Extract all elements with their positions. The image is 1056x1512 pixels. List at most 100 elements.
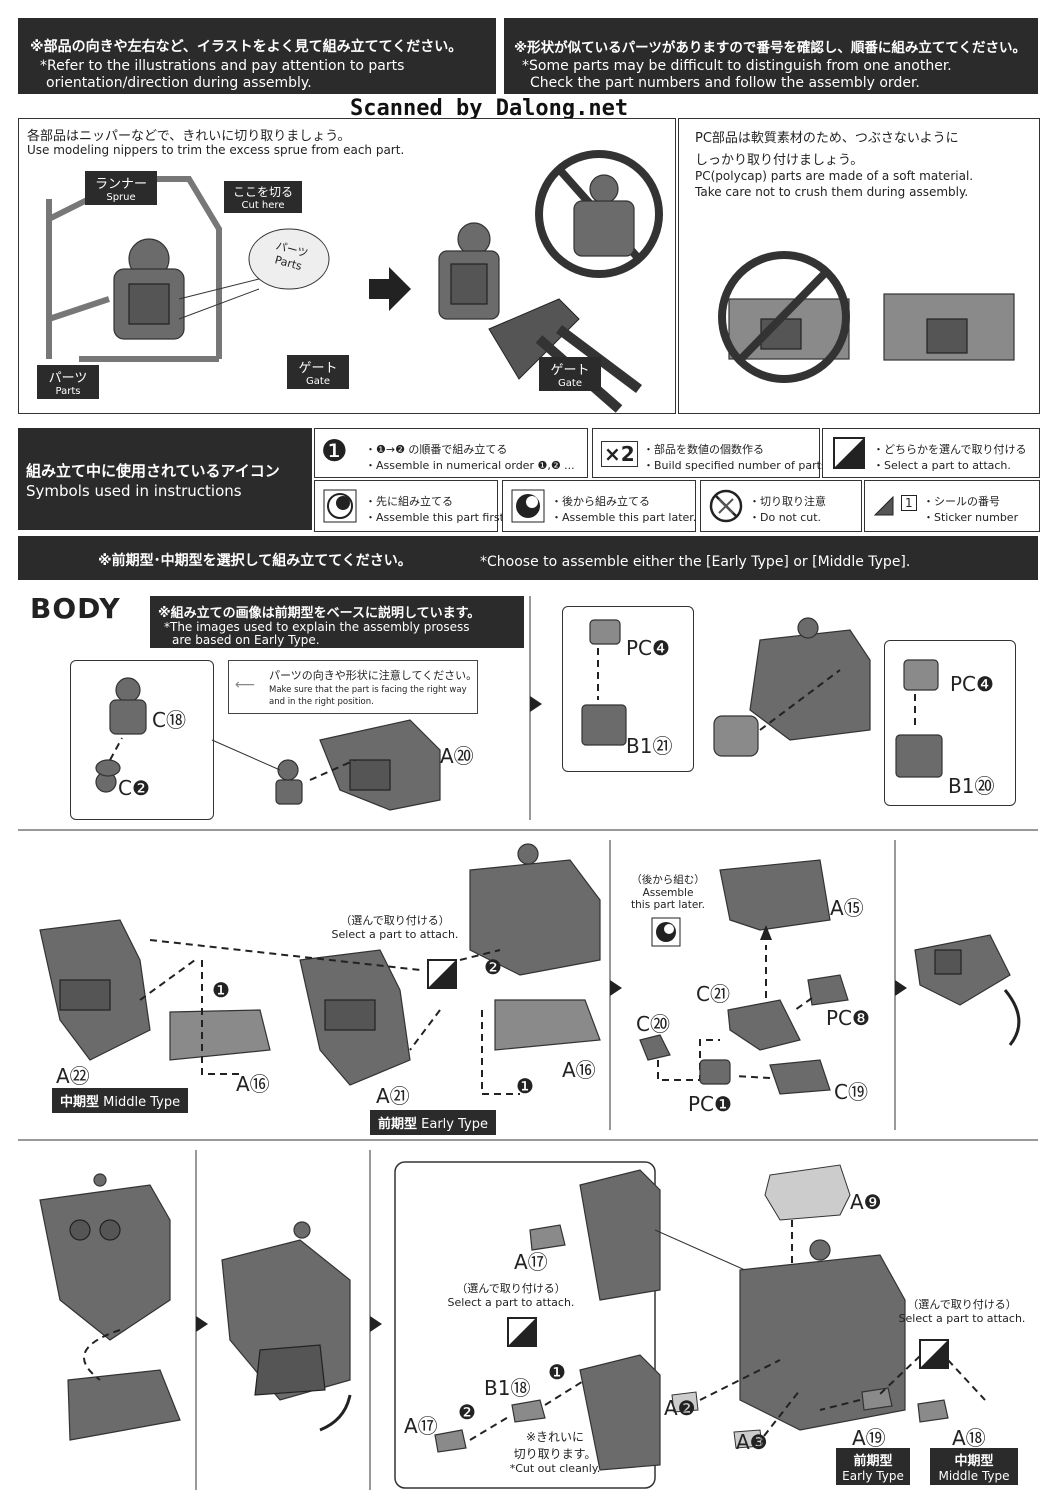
- middle-type-en: Middle Type: [103, 1095, 181, 1110]
- pc-en2: Take care not to crush them during assem…: [695, 185, 969, 199]
- row3-select-jp: （選んで取り付ける）: [456, 1282, 566, 1295]
- sticker-en: ・Sticker number: [923, 511, 1019, 524]
- row3-right-select-jp: （選んで取り付ける）: [907, 1298, 1017, 1311]
- cut-en: Cut here: [241, 200, 285, 211]
- later-icon: [511, 489, 545, 523]
- choose-en: *Choose to assemble either the [Early Ty…: [480, 554, 911, 570]
- choose-jp: ※前期型･中期型を選択して組み立ててください。: [98, 553, 412, 569]
- sticker-number: 1: [901, 495, 917, 511]
- symbol-first: ・先に組み立てる ・Assemble this part first.: [314, 480, 507, 532]
- orient-icon: ⟵: [235, 677, 256, 693]
- cut-jp: ここを切る: [232, 185, 293, 199]
- number-jp: ・部品を数値の個数作る: [643, 443, 764, 456]
- row3-select-text: （選んで取り付ける） Select a part to attach.: [436, 1280, 586, 1309]
- pc-en1: PC(polycap) parts are made of a soft mat…: [695, 169, 974, 183]
- first-jp: ・先に組み立てる: [365, 495, 453, 508]
- row3-right-select-text: （選んで取り付ける） Select a part to attach.: [892, 1296, 1032, 1325]
- label-a17-b: A⑰: [404, 1414, 438, 1438]
- symbol-sticker: 1 ・シールの番号 ・Sticker number: [864, 480, 1040, 532]
- label-a18: A⑱: [952, 1426, 986, 1450]
- orient-jp: パーツの向きや形状に注意してください。: [269, 669, 478, 682]
- label-a19: A⑲: [852, 1426, 886, 1450]
- early-type-en: Early Type: [421, 1117, 488, 1132]
- cut-clean-jp1: ※きれいに: [525, 1430, 585, 1444]
- gate2-en: Gate: [558, 378, 582, 389]
- label-pc8: PC❽: [826, 1006, 870, 1030]
- label-a17-a: A⑰: [514, 1250, 548, 1274]
- orient-en2: and in the right position.: [269, 697, 374, 707]
- label-b1-18: B1⑱: [484, 1376, 531, 1400]
- header-left-en1: *Refer to the illustrations and pay atte…: [40, 58, 405, 74]
- order-en: ・Assemble in numerical order ❶,❷ ...: [365, 459, 575, 472]
- sprue-tag: ランナー Sprue: [85, 171, 157, 205]
- donotcut-jp: ・切り取り注意: [749, 495, 826, 508]
- number-en: ・Build specified number of parts.: [643, 459, 831, 472]
- row3-select-en: Select a part to attach.: [447, 1296, 575, 1309]
- symbols-title-jp: 組み立て中に使用されているアイコン: [26, 462, 280, 480]
- gate2-tag: ゲート Gate: [539, 357, 601, 391]
- middle-type-2-jp: 中期型: [954, 1454, 994, 1469]
- order-jp: ・❶→❷ の順番で組み立てる: [365, 443, 508, 456]
- label-a9: A❾: [850, 1190, 882, 1214]
- step-1-c: ❶: [548, 1360, 566, 1384]
- label-b1-21: B1㉑: [626, 734, 673, 758]
- row2-select-en: Select a part to attach.: [331, 928, 459, 941]
- label-pc4-b: PC❹: [950, 672, 994, 696]
- later-text: （後から組む） Assemble this part later.: [626, 872, 710, 911]
- body-title: BODY: [30, 592, 121, 625]
- middle-type-tag: 中期型 Middle Type: [52, 1088, 189, 1113]
- label-a15: A⑮: [830, 896, 864, 920]
- nipper-jp: 各部品はニッパーなどで、きれいに切り取りましょう。: [27, 129, 351, 144]
- label-c2: C❷: [118, 776, 150, 800]
- body-note-jp: ※組み立ての画像は前期型をベースに説明しています。: [158, 606, 481, 621]
- middle-type-2-en: Middle Type: [938, 1469, 1010, 1483]
- label-b1-20: B1⑳: [948, 774, 995, 798]
- donotcut-en: ・Do not cut.: [749, 511, 822, 524]
- label-a21: A㉑: [376, 1084, 410, 1108]
- sprue-jp: ランナー: [94, 177, 147, 192]
- label-c18: C⑱: [152, 708, 186, 732]
- watermark: Scanned by Dalong.net: [350, 96, 629, 121]
- early-type-tag: 前期型 Early Type: [370, 1110, 496, 1135]
- parts2-jp: パーツ: [48, 371, 88, 386]
- label-a22: A㉒: [56, 1064, 90, 1088]
- gate2-jp: ゲート: [550, 363, 590, 378]
- label-a2: A❷: [664, 1396, 696, 1420]
- header-left-jp: ※部品の向きや左右など、イラストをよく見て組み立ててください。: [30, 39, 463, 55]
- choose-bar: ※前期型･中期型を選択して組み立ててください。 *Choose to assem…: [18, 536, 1038, 580]
- early-type-tag-2: 前期型 Early Type: [836, 1448, 910, 1485]
- header-right-jp: ※形状が似ているパーツがありますので番号を確認し、順番に組み立ててください。: [514, 40, 1026, 56]
- label-c21: C㉑: [696, 982, 730, 1006]
- symbol-donotcut: ・切り取り注意 ・Do not cut.: [700, 480, 862, 532]
- label-pc1: PC❶: [688, 1092, 732, 1116]
- early-type-jp: 前期型: [378, 1117, 418, 1132]
- later-en: ・Assemble this part later.: [551, 511, 697, 524]
- parts2-en: Parts: [55, 386, 81, 397]
- pc-panel: PC部品は軟質素材のため、つぶさないように しっかり取り付けましょう。 PC(p…: [678, 118, 1040, 414]
- parts-tag: パーツ Parts: [37, 365, 99, 399]
- symbol-later: ・後から組み立てる ・Assemble this part later.: [502, 480, 696, 532]
- header-left-en2: orientation/direction during assembly.: [46, 75, 312, 91]
- orient-note: ⟵ パーツの向きや形状に注意してください。 Make sure that the…: [228, 660, 478, 714]
- nipper-panel: 各部品はニッパーなどで、きれいに切り取りましょう。 Use modeling n…: [18, 118, 676, 414]
- step-1-b: ❶: [516, 1074, 534, 1098]
- row3-right-select-en: Select a part to attach.: [898, 1312, 1026, 1325]
- step-2-a: ❷: [484, 955, 502, 979]
- label-a20: A⑳: [440, 744, 474, 768]
- gate-jp: ゲート: [298, 361, 338, 376]
- middle-type-tag-2: 中期型 Middle Type: [930, 1448, 1018, 1485]
- nipper-en: Use modeling nippers to trim the excess …: [27, 143, 405, 157]
- gate-tag: ゲート Gate: [287, 355, 349, 389]
- middle-type-jp: 中期型: [60, 1095, 100, 1110]
- sprue-en: Sprue: [106, 192, 136, 203]
- select-jp: ・どちらかを選んで取り付ける: [873, 443, 1027, 456]
- symbol-order: ❶ ・❶→❷ の順番で組み立てる ・Assemble in numerical …: [314, 428, 588, 478]
- order-icon: ❶: [321, 434, 348, 469]
- symbols-title-en: Symbols used in instructions: [26, 482, 242, 500]
- header-left: ※部品の向きや左右など、イラストをよく見て組み立ててください。 *Refer t…: [18, 18, 496, 94]
- cut-clean-en: *Cut out cleanly.: [509, 1462, 601, 1475]
- label-pc4-a: PC❹: [626, 636, 670, 660]
- cut-clean-jp2: 切り取ります。: [513, 1447, 597, 1461]
- cut-tag: ここを切る Cut here: [224, 181, 302, 213]
